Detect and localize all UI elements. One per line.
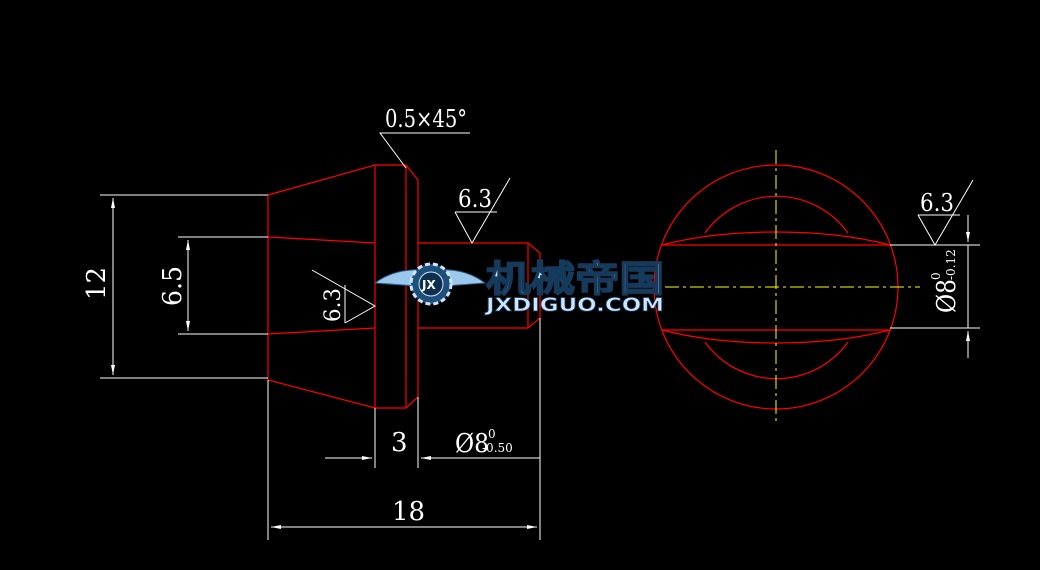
chamfer-leader [379, 132, 470, 169]
dimension-lines [100, 132, 980, 540]
chamfer-note: 0.5×45° [385, 105, 467, 133]
roughness-symbol-top [454, 177, 511, 245]
dim-label-side-tol-lower: -0.12 [944, 249, 958, 280]
dim-label-side-tol-upper: 0 [929, 272, 943, 280]
dim-label-height-inner: 6.5 [158, 266, 188, 306]
badge-text: JX [421, 278, 436, 292]
roughness-symbol-right [917, 179, 974, 247]
dim-label-pin-diameter: Ø8 [455, 429, 489, 459]
dim-label-total-length: 18 [392, 497, 425, 527]
roughness-symbol-left [311, 269, 377, 324]
dim-label-pin-tol-upper: 0 [488, 427, 496, 441]
roughness-symbols [311, 177, 974, 324]
bore-line-top [267, 236, 376, 244]
roughness-label-left: 6.3 [321, 288, 346, 322]
dim-label-side-diameter: Ø8 [932, 279, 962, 313]
roughness-label-right: 6.3 [920, 189, 954, 217]
side-inner-arc-top [704, 195, 849, 234]
dim-label-collar-width: 3 [391, 428, 408, 458]
center-lines [640, 150, 920, 425]
watermark-logo: JX 机械帝国 JXDIGUO.COM [373, 258, 665, 316]
dim-label-height-outer: 12 [82, 267, 112, 300]
bore-line-bottom [267, 327, 376, 335]
cone-body-outline [267, 164, 376, 409]
logo-name-en: JXDIGUO.COM [484, 294, 664, 316]
logo-name-cn: 机械帝国 [486, 259, 664, 300]
dim-label-pin-tol-lower: -0.50 [482, 441, 513, 455]
pin-outline [418, 242, 541, 329]
roughness-label-top: 6.3 [458, 185, 492, 213]
gear-center-icon [418, 271, 444, 297]
